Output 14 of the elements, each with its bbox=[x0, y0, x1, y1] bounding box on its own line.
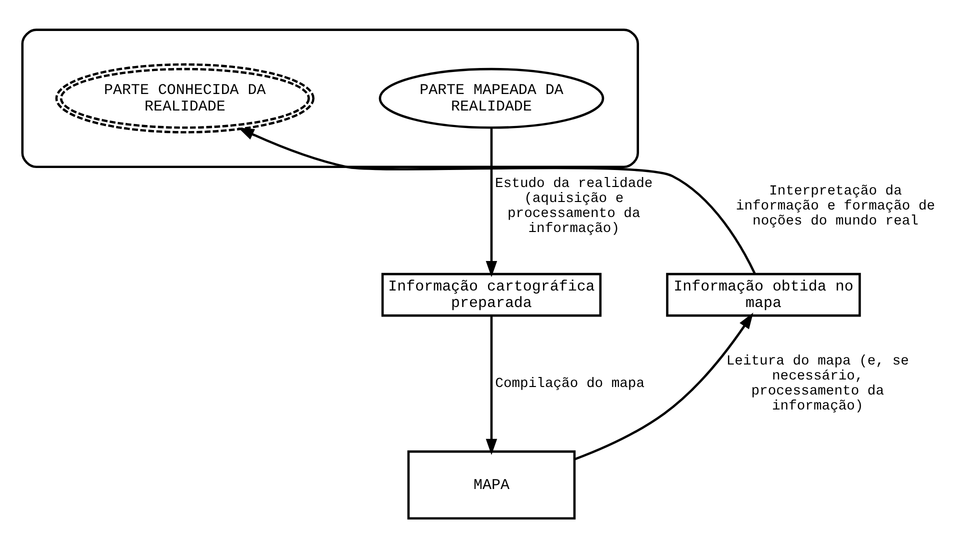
edge-label: Interpretação da informação e formação de noções do mundo real bbox=[736, 184, 936, 230]
node-ellipse: PARTE MAPEADA DA REALIDADE bbox=[378, 68, 604, 129]
arrow bbox=[486, 128, 498, 278]
edge-label: Leitura do mapa (e, se necessário, processamento da informação) bbox=[726, 354, 909, 415]
node-box: Informação cartográfica preparada bbox=[381, 272, 602, 317]
edge-label: Compilação do mapa bbox=[495, 376, 645, 392]
node-box: Informação obtida no mapa bbox=[666, 272, 861, 317]
arrow bbox=[574, 312, 754, 460]
arrow bbox=[486, 316, 498, 455]
edge-label: Estudo da realidade (aquisição e processamento da informação) bbox=[495, 176, 653, 238]
node-box: MAPA bbox=[407, 450, 576, 520]
cluster bbox=[21, 28, 639, 168]
node-ellipse: PARTE CONHECIDA DA REALIDADE bbox=[55, 63, 315, 134]
arrow bbox=[238, 128, 756, 274]
